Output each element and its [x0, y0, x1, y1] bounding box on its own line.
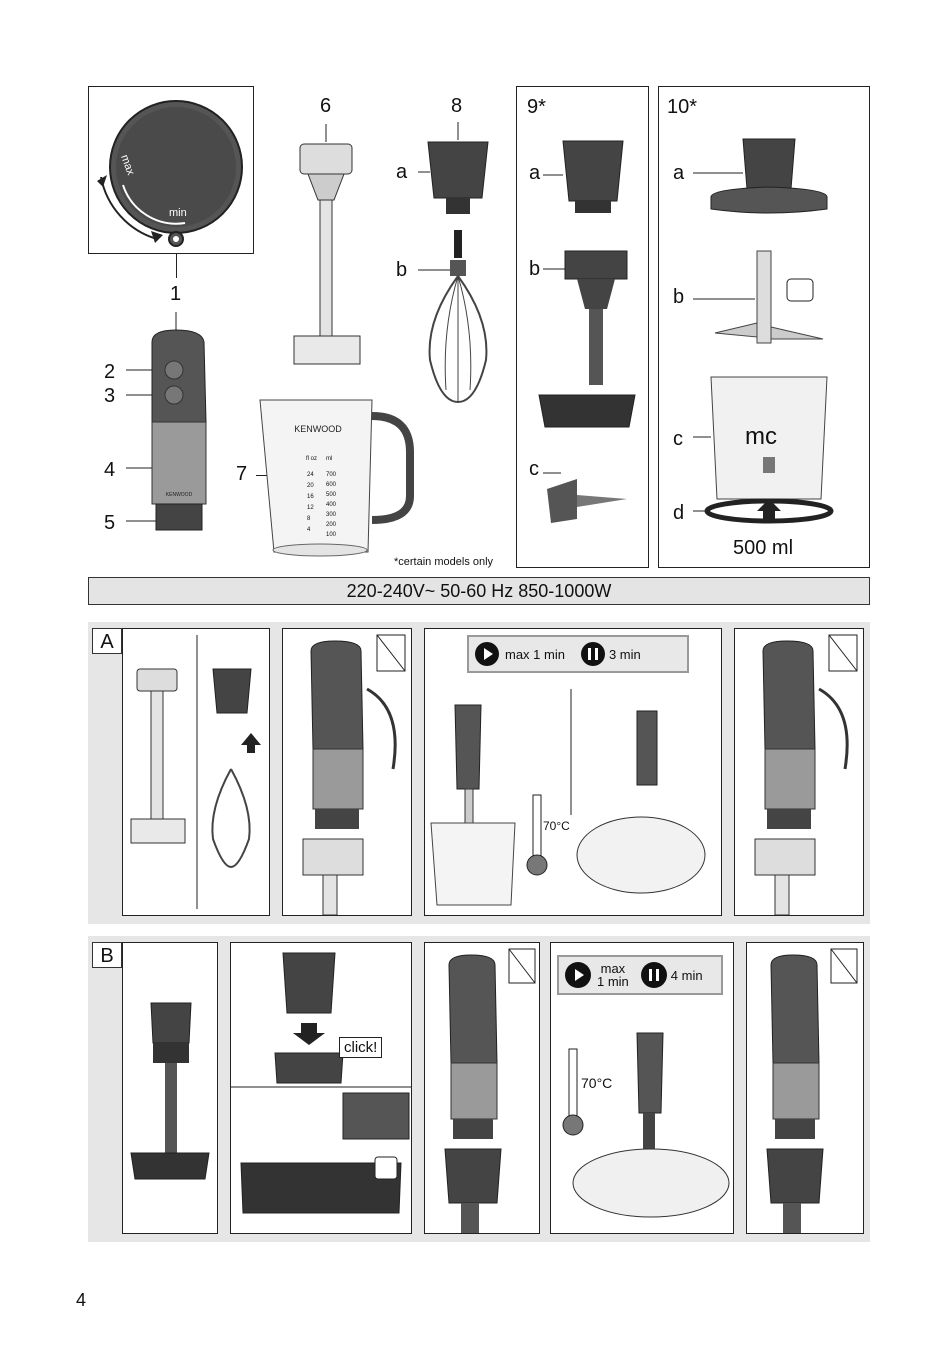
operate-whisk-illustration	[425, 679, 721, 915]
whisk-illustration	[418, 120, 498, 410]
part-number-3: 3	[104, 386, 115, 406]
pause-icon	[641, 962, 667, 988]
section-b-temp-label: 70°C	[581, 1075, 612, 1091]
jug-floz-tick: 12	[307, 503, 321, 514]
detach-masher-illustration	[747, 943, 863, 1233]
pause-icon	[581, 642, 605, 666]
section-a-step-operate: max 1 min 3 min 70°C	[424, 628, 722, 916]
jug-floz-tick: 20	[307, 481, 321, 492]
section-a-step-assemble	[122, 628, 270, 916]
jug-ml-tick: 100	[326, 530, 344, 540]
blender-wand-illustration	[284, 120, 374, 380]
play-icon	[475, 642, 499, 666]
whisk-label-a: a	[396, 162, 407, 182]
wand-and-whisk-illustration	[123, 629, 269, 915]
pause-time-label: 4 min	[671, 968, 703, 983]
section-a-step-detach	[734, 628, 864, 916]
jug-floz-scale: 24 20 16 12 8 4	[307, 470, 321, 536]
click-attach-illustration	[231, 943, 411, 1233]
panel-10-title: 10*	[667, 97, 697, 117]
jug-ml-tick: 300	[326, 510, 344, 520]
jug-ml-tick: 200	[326, 520, 344, 530]
part-number-4: 4	[104, 460, 115, 480]
masher-attachment-illustration	[517, 127, 647, 567]
section-a-step-attach	[282, 628, 412, 916]
voltage-spec-bar: 220-240V~ 50-60 Hz 850-1000W	[88, 577, 870, 605]
jug-floz-tick: 16	[307, 492, 321, 503]
section-b-timer-badge: max 1 min 4 min	[557, 955, 723, 995]
section-b-label: B	[92, 942, 122, 968]
part-number-5: 5	[104, 513, 115, 533]
jug-ml-tick: 600	[326, 480, 344, 490]
attach-masher-illustration	[425, 943, 539, 1233]
section-a-temp-label: 70°C	[543, 819, 570, 833]
chopper-attachment-illustration	[659, 127, 869, 567]
run-time-label: max 1 min	[505, 647, 565, 662]
jug-floz-tick: 4	[307, 525, 321, 536]
click-callout: click!	[339, 1037, 382, 1058]
jug-ml-tick: 400	[326, 500, 344, 510]
section-a-label: A	[92, 628, 122, 654]
accessory-panel-9: 9* a b c	[516, 86, 649, 568]
part-number-6: 6	[320, 96, 331, 116]
bowl-capacity-label: 500 ml	[733, 537, 793, 560]
section-b-step-attach	[424, 942, 540, 1234]
operate-masher-illustration	[551, 1003, 733, 1233]
whisk-label-b: b	[396, 260, 407, 280]
svg-text:KENWOOD: KENWOOD	[166, 492, 193, 498]
jug-floz-unit: fl oz	[306, 456, 317, 462]
jug-ml-tick: 500	[326, 490, 344, 500]
speed-dial-panel: max min	[88, 86, 254, 254]
run-time-bottom: 1 min	[597, 975, 629, 988]
jug-floz-tick: 24	[307, 470, 321, 481]
footnote-certain-models: *certain models only	[394, 556, 493, 568]
part-number-1: 1	[170, 284, 181, 304]
section-b-step-click: click!	[230, 942, 412, 1234]
detach-whisk-illustration	[735, 629, 863, 915]
panel-9-title: 9*	[527, 97, 546, 117]
attach-whisk-illustration	[283, 629, 411, 915]
play-icon	[565, 962, 591, 988]
speed-dial-illustration	[89, 87, 253, 253]
part-number-2: 2	[104, 362, 115, 382]
jug-brand: KENWOOD	[294, 424, 342, 434]
hand-blender-body-illustration: KENWOOD	[122, 312, 232, 542]
pause-time-label: 3 min	[609, 647, 641, 662]
jug-ml-scale: 700 600 500 400 300 200 100	[326, 470, 344, 540]
section-b-step-masher	[122, 942, 218, 1234]
dial-leader-line	[176, 254, 177, 278]
page-number: 4	[76, 1290, 86, 1311]
part-number-8: 8	[451, 96, 462, 116]
dial-min-label: min	[169, 207, 187, 219]
section-b-step-detach	[746, 942, 864, 1234]
accessory-panel-10: 10* a b c d mc 500 ml	[658, 86, 870, 568]
jug-floz-tick: 8	[307, 514, 321, 525]
assembled-masher-illustration	[123, 943, 217, 1233]
bowl-mc-label: mc	[745, 423, 777, 451]
part-number-7: 7	[236, 464, 247, 484]
jug-ml-tick: 700	[326, 470, 344, 480]
section-b-step-operate: max 1 min 4 min 70°C	[550, 942, 734, 1234]
run-time-stack: max 1 min	[597, 962, 629, 988]
section-a-timer-badge: max 1 min 3 min	[467, 635, 689, 673]
jug-ml-unit: ml	[326, 456, 332, 462]
